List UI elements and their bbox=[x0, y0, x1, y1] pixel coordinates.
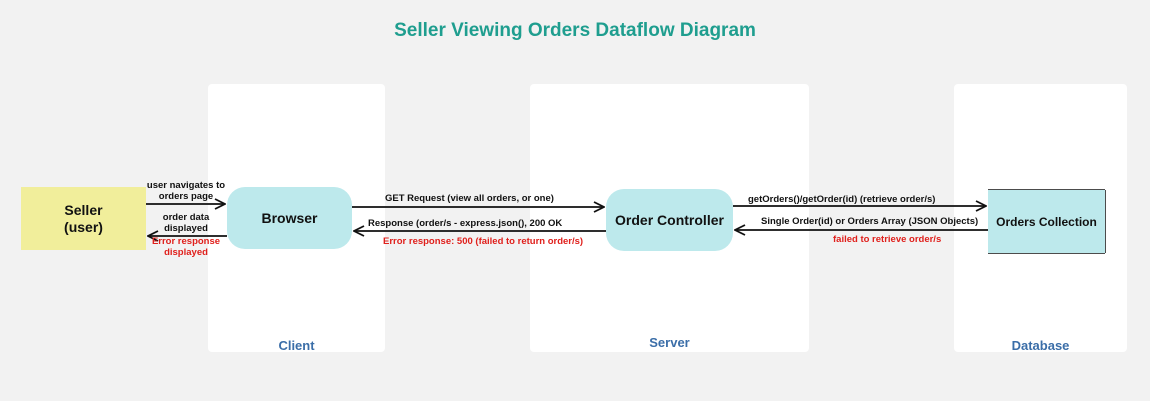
order-controller-label: Order Controller bbox=[615, 212, 724, 228]
flow-label-retrieve-failed: failed to retrieve order/s bbox=[833, 234, 942, 245]
flow-label-error-line2: displayed bbox=[164, 247, 208, 258]
flow-label-error-500: Error response: 500 (failed to return or… bbox=[383, 236, 584, 247]
server-panel-label: Server bbox=[649, 335, 690, 350]
browser-process: Browser bbox=[227, 187, 352, 249]
flow-label-get-request: GET Request (view all orders, or one) bbox=[385, 193, 554, 204]
flow-label-displayed: order data displayed bbox=[143, 212, 229, 234]
browser-label: Browser bbox=[261, 210, 318, 226]
flow-label-navigate: user navigates to orders page bbox=[143, 180, 229, 202]
flow-label-navigate-line1: user navigates to bbox=[146, 180, 226, 191]
client-panel-label: Client bbox=[278, 338, 315, 353]
seller-sublabel: (user) bbox=[64, 218, 103, 235]
diagram-title: Seller Viewing Orders Dataflow Diagram bbox=[394, 20, 756, 41]
orders-collection-label: Orders Collection bbox=[996, 214, 1097, 229]
flow-label-response: Response (order/s - express.json(), 200 … bbox=[368, 218, 563, 229]
database-panel-label: Database bbox=[1011, 338, 1070, 353]
flow-label-error-displayed: Error response displayed bbox=[143, 236, 229, 258]
flow-label-orders-array: Single Order(id) or Orders Array (JSON O… bbox=[761, 216, 979, 227]
flow-label-displayed-line1: order data bbox=[162, 212, 210, 223]
flow-label-navigate-line2: orders page bbox=[158, 191, 214, 202]
flow-label-get-orders: getOrders()/getOrder(id) (retrieve order… bbox=[748, 194, 936, 205]
flow-label-error-line1: Error response bbox=[151, 236, 221, 247]
flow-label-displayed-line2: displayed bbox=[164, 223, 208, 234]
order-controller-process: Order Controller bbox=[606, 189, 733, 251]
orders-collection-store: Orders Collection bbox=[988, 190, 1105, 253]
seller-label: Seller bbox=[64, 201, 103, 218]
seller-entity: Seller (user) bbox=[21, 187, 146, 250]
